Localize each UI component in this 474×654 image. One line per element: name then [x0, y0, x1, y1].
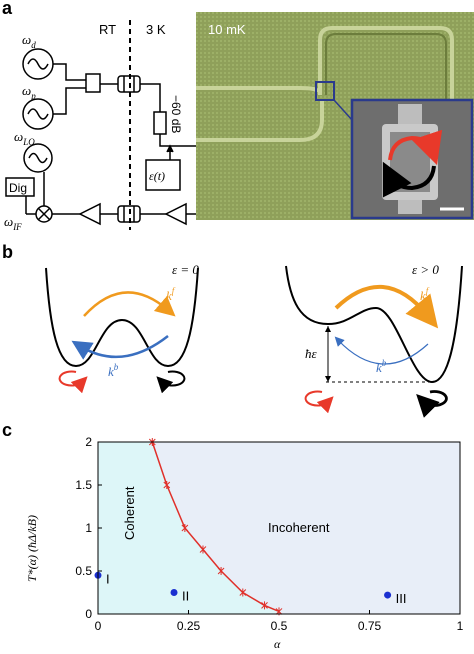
right-black-circulation-icon [416, 390, 448, 418]
combiner-icon [85, 73, 101, 93]
omega-d-label: ωd [22, 32, 36, 50]
chip-micrograph [196, 12, 474, 220]
data-point-ii [170, 589, 178, 596]
coherent-label: Coherent [122, 486, 137, 540]
x-tick-label: 0.5 [271, 619, 288, 633]
omega-lo-label: ωLO [14, 129, 35, 147]
digitizer-box [5, 177, 35, 197]
amplifier-icon-1 [164, 202, 187, 226]
circuit-schematic [5, 48, 196, 226]
lo-source-icon [23, 143, 53, 173]
curve-marker [181, 524, 189, 532]
y-tick-label: 1.5 [75, 478, 92, 492]
attenuation-label: −60 dB [169, 95, 183, 133]
right-eq-label: ε > 0 [412, 262, 439, 277]
incoherent-label: Incoherent [268, 520, 330, 535]
curve-marker [199, 545, 207, 554]
x-tick-label: 1 [457, 619, 464, 633]
y-tick-label: 1 [85, 521, 92, 535]
plot-frame [97, 441, 461, 615]
zoom-box [315, 81, 335, 101]
omega-if-label: ωIF [4, 214, 22, 232]
y-tick-label: 2 [85, 435, 92, 449]
right-kf-arrow [334, 285, 439, 329]
left-eq-label: ε = 0 [172, 262, 199, 277]
attenuator-icon [153, 111, 167, 135]
x-tick-label: 0 [95, 619, 102, 633]
left-kf-label: kf [166, 286, 176, 303]
y-tick-label: 0.5 [75, 564, 92, 578]
point-label-i: I [106, 571, 110, 586]
right-kb-arrow [334, 336, 429, 365]
hbar-eps-label: ħε [305, 346, 318, 361]
curve-marker [239, 588, 247, 597]
y-tick-label: 0 [85, 607, 92, 621]
curve-marker [163, 481, 171, 489]
panel-b-label: b [2, 242, 13, 262]
epsilon-label: ε(t) [149, 169, 165, 183]
mk-label: 10 mK [208, 22, 246, 37]
curve-marker [217, 567, 225, 575]
cryo-label: 3 K [146, 22, 166, 37]
coherent-region [98, 442, 279, 614]
point-label-iii: III [396, 591, 407, 606]
left-potential-curve [45, 267, 199, 368]
y-axis-label: T*(α) (ħΔ/kB) [25, 515, 39, 582]
inset-image [350, 98, 474, 220]
panel-a-label: a [2, 0, 13, 18]
right-potential-curve [285, 265, 463, 384]
left-kb-arrow [71, 335, 169, 360]
left-black-circulation-icon [156, 370, 186, 394]
transition-curve [151, 441, 280, 613]
curve-marker [261, 601, 268, 610]
epsilon-box [145, 159, 181, 191]
left-red-circulation-icon [58, 370, 88, 394]
right-kb-label: kb [376, 358, 387, 375]
amplifier-icon-2 [78, 202, 101, 226]
x-tick-label: 0.25 [177, 619, 201, 633]
left-kb-label: kb [108, 362, 119, 379]
right-kf-label: kf [420, 286, 430, 303]
panel-c-label: c [2, 420, 12, 440]
data-point-iii [384, 591, 392, 599]
right-red-circulation-icon [304, 390, 334, 414]
left-kf-arrow [83, 291, 176, 317]
dig-label: Dig [9, 181, 27, 195]
rt-label: RT [99, 22, 116, 37]
omega-p-label: ωp [22, 83, 36, 101]
x-axis-label: α [274, 637, 281, 651]
x-tick-label: 0.75 [358, 619, 382, 633]
point-label-ii: II [182, 589, 189, 604]
